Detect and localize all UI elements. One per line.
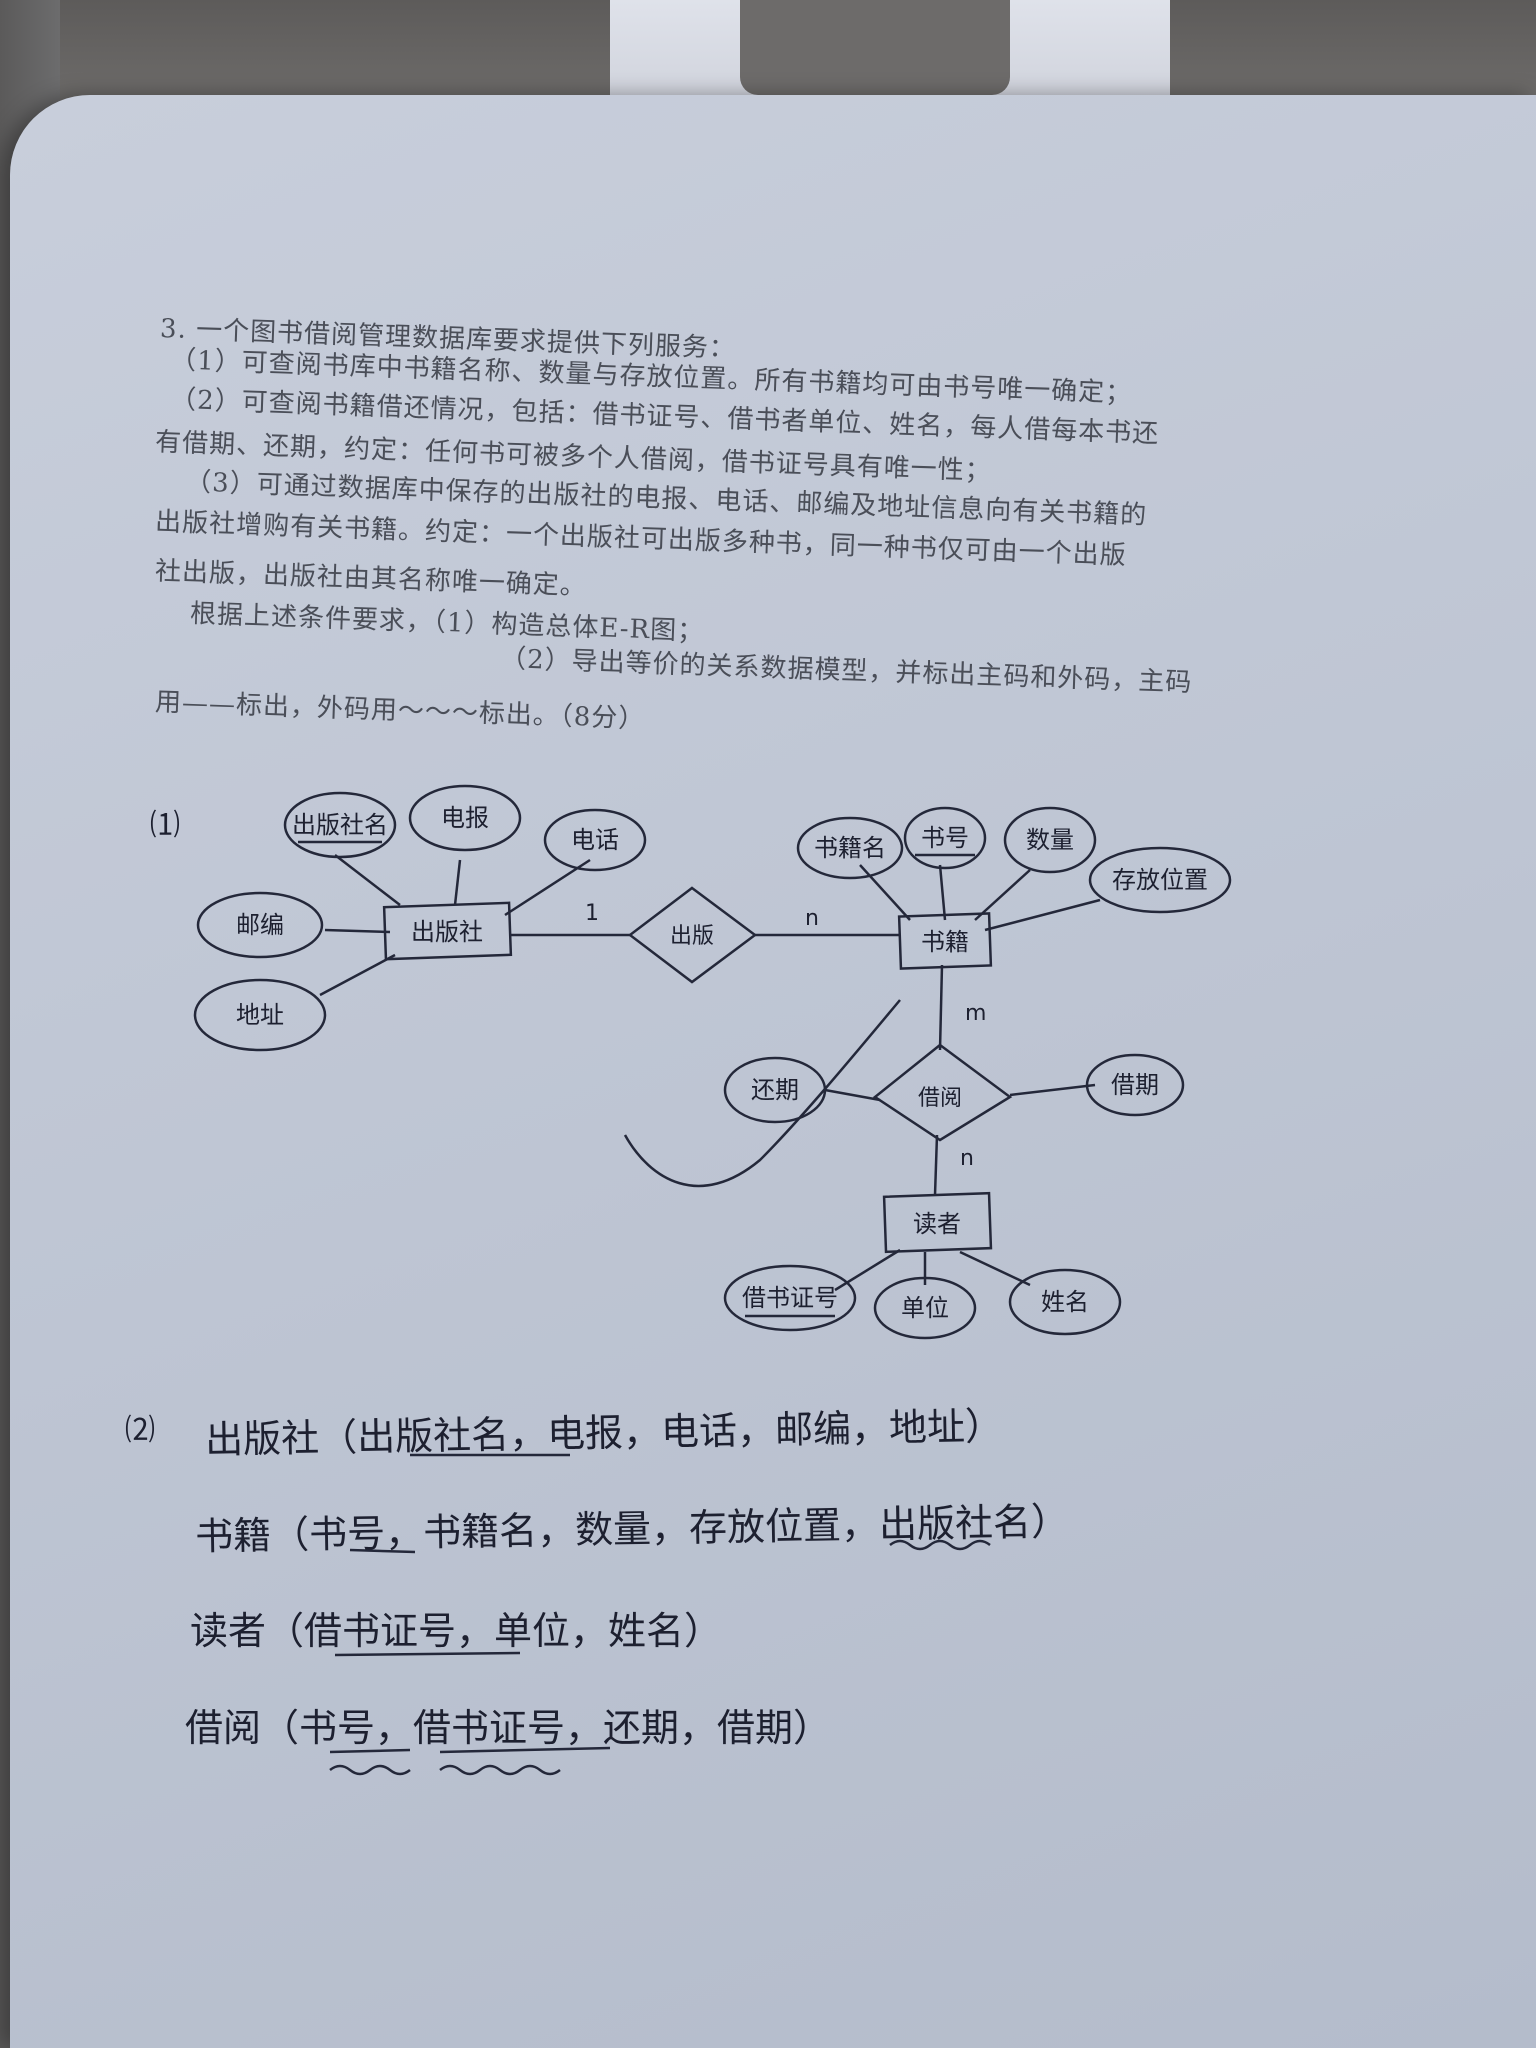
attr-phone-label: 电话 [571,826,619,854]
attr-telegram-label: 电报 [441,804,489,832]
entity-publisher-label: 出版社 [411,918,483,946]
entity-publisher: 出版社 [382,901,513,961]
attr-postcode: 邮编 [196,891,324,959]
attr-return-date: 还期 [723,1056,827,1124]
attr-book-no-label: 书号 [921,824,969,852]
attr-return-date-label: 还期 [751,1076,799,1104]
attr-address-label: 地址 [236,1001,284,1029]
entity-reader: 读者 [882,1191,993,1254]
attr-publisher-name-label: 出版社名 [292,811,388,839]
relation-borrow: 借阅（书号，借书证号，还期，借期） [185,1697,831,1752]
cardinality-publish-book: n [805,906,819,931]
attr-borrow-date-label: 借期 [1111,1071,1159,1099]
er-connectors [319,854,1101,1292]
attr-book-name-label: 书籍名 [814,834,886,862]
entity-book-label: 书籍 [921,928,969,956]
attr-location-label: 存放位置 [1112,866,1208,894]
attr-publisher-name: 出版社名 [283,791,397,859]
attr-card-no-label: 借书证号 [742,1284,838,1312]
relation-publisher-attrs: （出版社名，电报，电话，邮编，地址） [318,1404,1004,1460]
entity-book: 书籍 [897,912,993,970]
entity-reader-label: 读者 [913,1210,961,1238]
attr-quantity: 数量 [1003,806,1097,874]
relationship-borrow-label: 借阅 [918,1086,962,1111]
relationship-borrow: 借阅 [872,1043,1013,1142]
relation-borrow-name: 借阅 [185,1706,262,1750]
relation-key-marks [329,1453,991,1776]
attr-book-name: 书籍名 [796,816,904,880]
relation-reader: 读者（借书证号，单位，姓名） [190,1600,722,1655]
paper-sheet [10,95,1536,2048]
cardinality-borrow-reader: n [960,1146,974,1171]
cardinality-borrow-book: m [965,1001,986,1026]
answer-label-2: ⑵ [125,1413,155,1448]
stray-pen-mark [623,999,901,1188]
answer-label-1: ⑴ [150,808,180,843]
relation-publisher-name: 出版社 [204,1415,320,1462]
relation-reader-attrs: （借书证号，单位，姓名） [266,1609,723,1653]
relation-reader-name: 读者 [190,1609,267,1653]
relationship-publish-label: 出版 [670,924,714,949]
cardinality-publish-publisher: 1 [585,901,599,926]
attr-location: 存放位置 [1088,846,1232,914]
relationship-publish: 出版 [627,886,758,984]
attr-name: 姓名 [1008,1268,1122,1336]
attr-address: 地址 [193,978,327,1052]
attr-unit-label: 单位 [901,1294,949,1322]
attr-name-label: 姓名 [1041,1288,1089,1316]
relation-book-name: 书籍 [194,1513,272,1559]
attr-phone: 电话 [543,808,647,872]
binder-clip-hole [740,0,1010,95]
attr-book-no: 书号 [903,806,987,870]
attr-quantity-label: 数量 [1026,826,1074,854]
attr-postcode-label: 邮编 [236,911,284,939]
attr-card-no: 借书证号 [723,1264,857,1332]
attr-unit: 单位 [873,1276,977,1340]
relation-borrow-attrs: （书号，借书证号，还期，借期） [261,1706,832,1750]
attr-telegram: 电报 [408,784,522,852]
attr-borrow-date: 借期 [1085,1053,1185,1117]
